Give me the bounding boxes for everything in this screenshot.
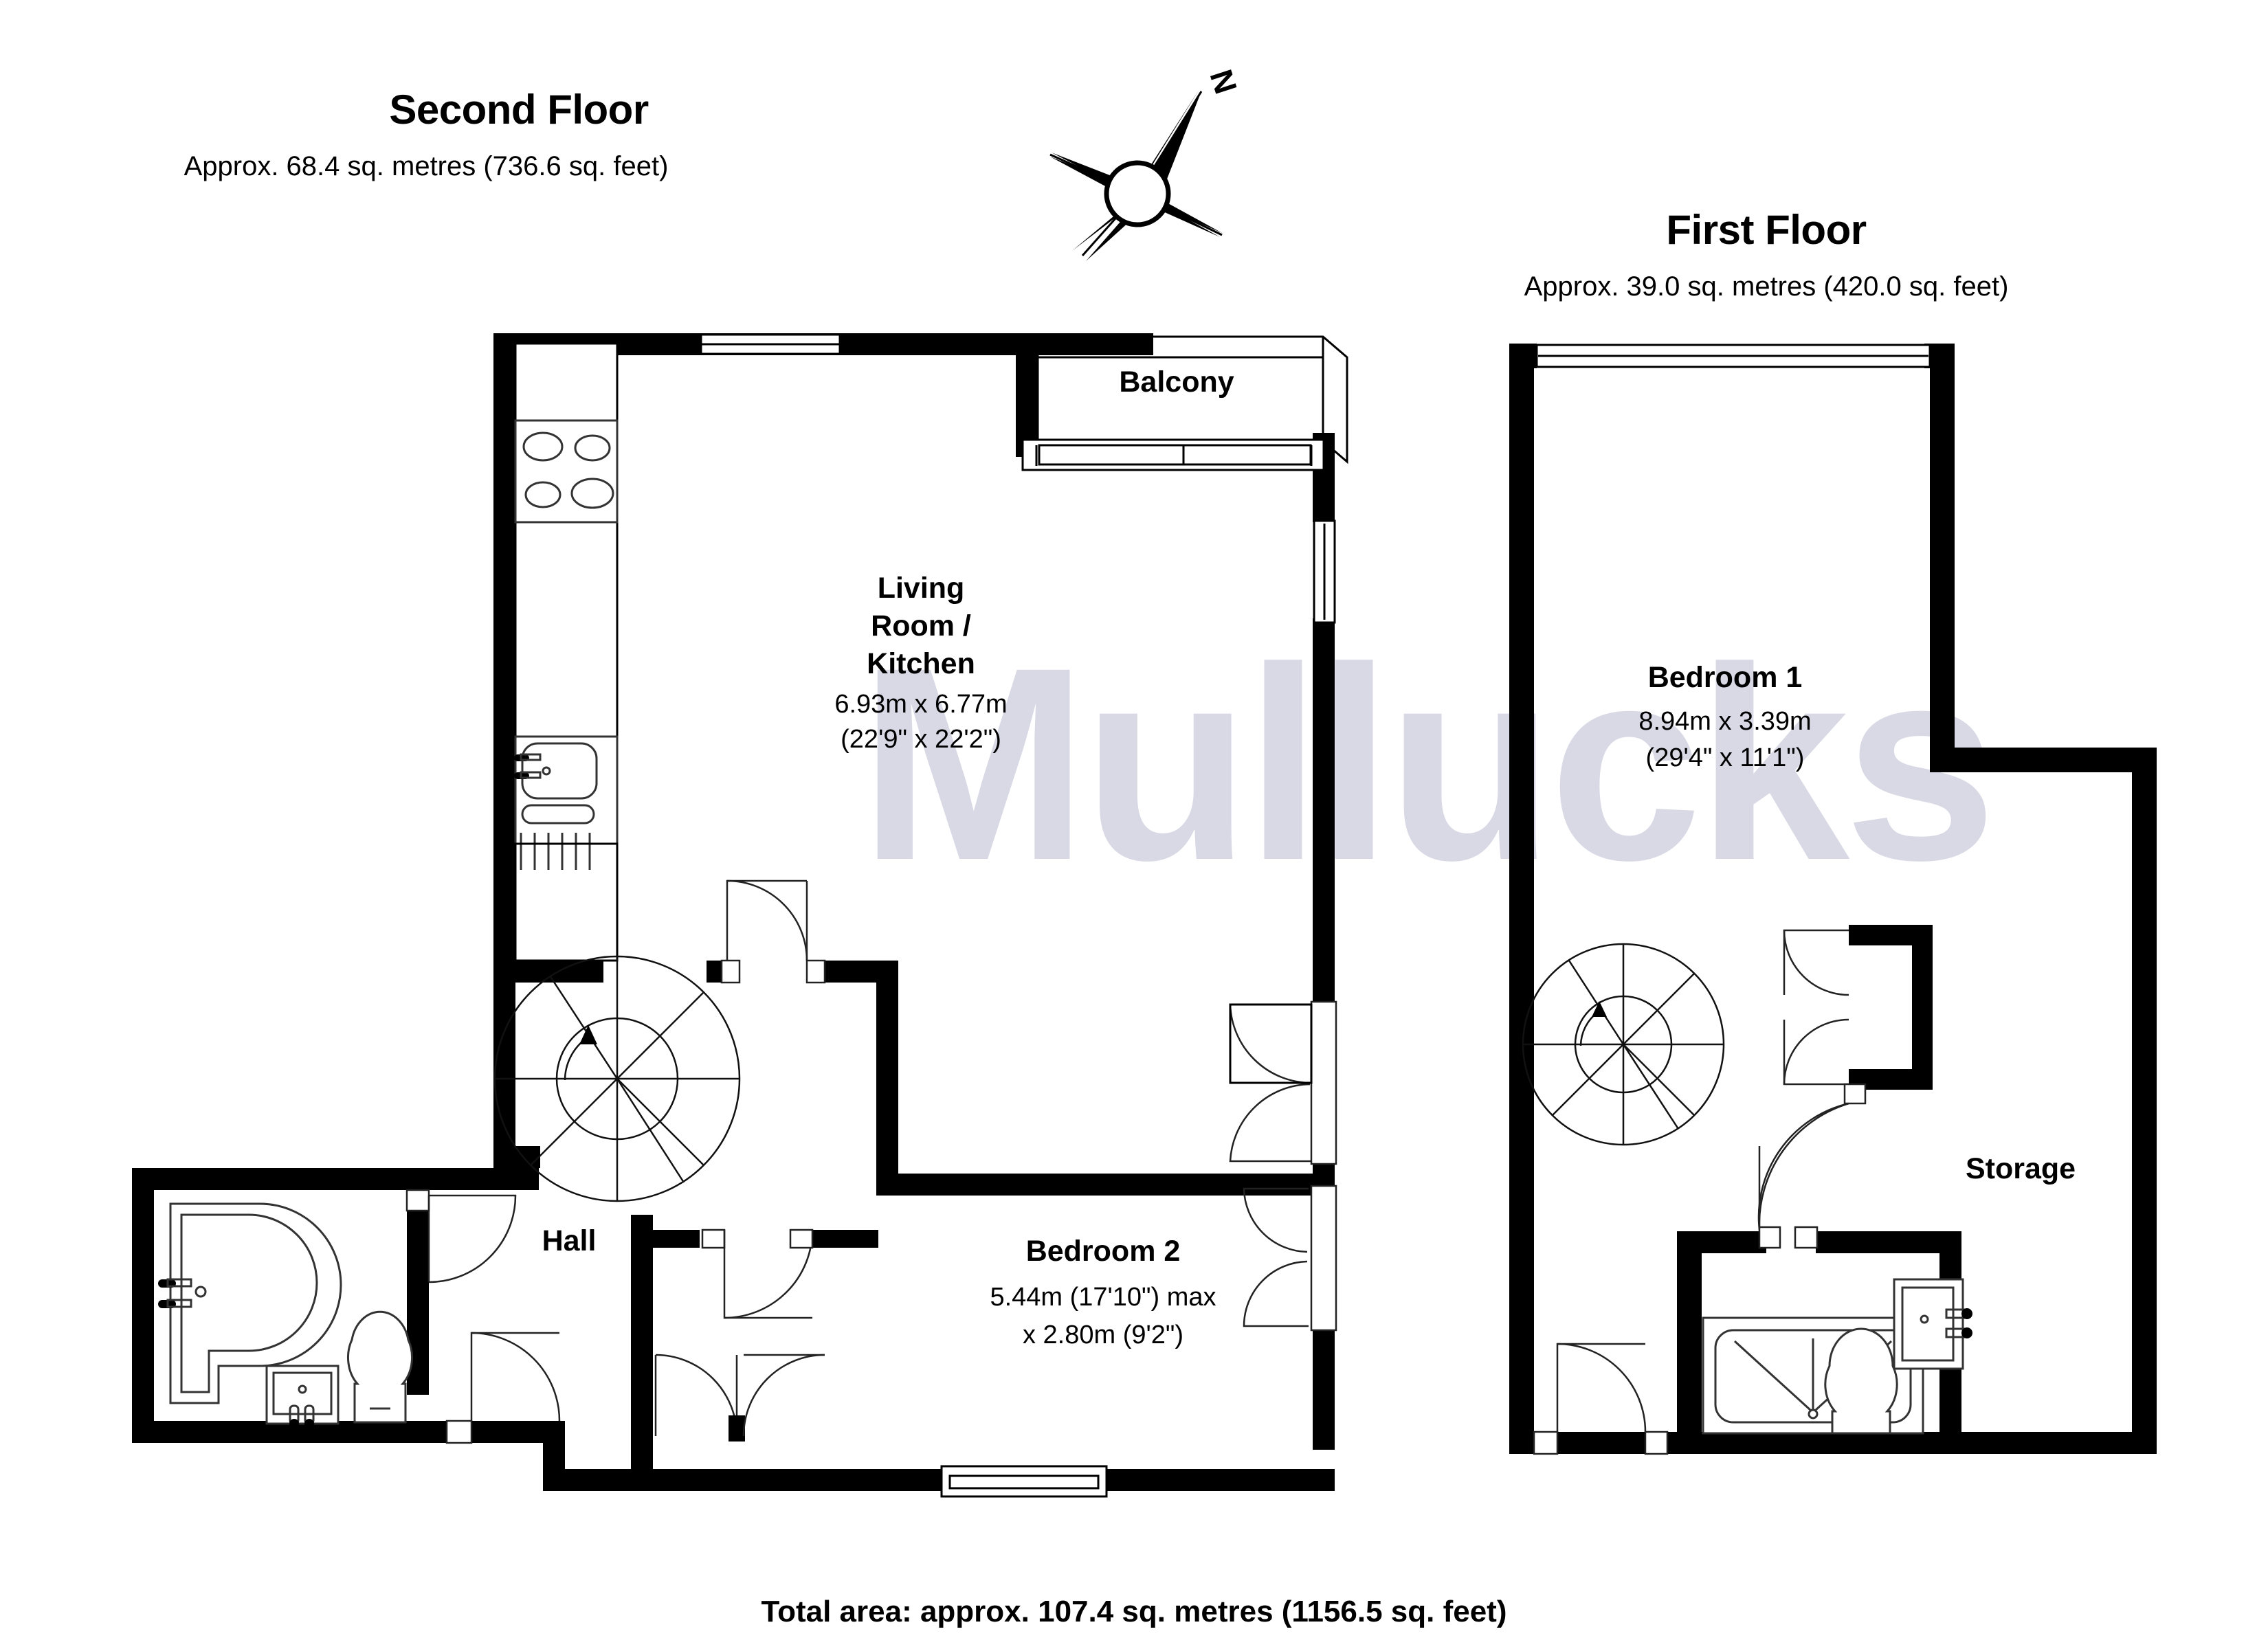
wall-segment — [1816, 1231, 1961, 1253]
wall-segment — [876, 961, 898, 1196]
wall-segment — [1313, 1326, 1335, 1450]
door-icon — [405, 1189, 517, 1283]
wall-segment — [469, 1421, 544, 1443]
door-icon — [1243, 1185, 1337, 1332]
first-floor-plan: Bedroom 1 8.94m x 3.39m (29'4" x 11'1") … — [1509, 344, 2157, 1455]
room-label-bedroom-1: Bedroom 1 — [1648, 661, 1803, 694]
first-floor-title: First Floor — [1666, 207, 1866, 253]
bath-icon — [158, 1202, 342, 1404]
north-compass-rose: N — [1049, 65, 1244, 261]
second-floor-title: Second Floor — [389, 87, 649, 133]
kitchen-units — [514, 342, 619, 962]
wall-segment — [132, 1168, 517, 1190]
wall-segment — [1677, 1231, 1766, 1253]
room-dim-imp-living-room-kitchen: (22'9" x 22'2") — [841, 725, 1001, 754]
wash-basin-icon — [265, 1365, 340, 1428]
wall-segment — [1313, 618, 1335, 1003]
door-icon — [1533, 1343, 1669, 1455]
wall-segment — [543, 1469, 631, 1491]
door-icon — [1229, 1000, 1337, 1165]
total-area-label: Total area: approx. 107.4 sq. metres (11… — [761, 1595, 1507, 1628]
wall-segment — [631, 1237, 653, 1491]
room-label-living-room-kitchen-3: Kitchen — [867, 647, 975, 680]
door-icon — [445, 1332, 561, 1444]
room-label-living-room-kitchen-2: Room / — [871, 609, 971, 642]
wall-segment — [1677, 1231, 1702, 1454]
wall-segment — [2132, 748, 2157, 1454]
wall-segment — [493, 961, 603, 983]
door-icon — [1757, 1083, 1867, 1249]
first-floor-area: Approx. 39.0 sq. metres (420.0 sq. feet) — [1524, 271, 2009, 302]
second-floor-area: Approx. 68.4 sq. metres (736.6 sq. feet) — [184, 151, 669, 181]
storage-doors-icon — [1783, 929, 1849, 1086]
wall-segment — [493, 333, 515, 1168]
second-floor-plan: Living Room / Kitchen 6.93m x 6.77m (22'… — [132, 333, 1348, 1498]
wall-segment — [1912, 925, 1933, 1090]
hob-icon — [514, 419, 619, 524]
room-dim-living-room-kitchen: 6.93m x 6.77m — [834, 690, 1007, 719]
stairs-up-icon — [1522, 943, 1725, 1146]
door-icon — [720, 879, 826, 984]
room-label-living-room-kitchen: Living — [878, 572, 965, 605]
wall-segment — [132, 1168, 154, 1443]
wall-segment — [876, 1174, 1316, 1196]
balcony-area — [1021, 335, 1348, 471]
wc-icon — [347, 1310, 413, 1424]
wc-icon — [1824, 1327, 1898, 1435]
window-icon — [1313, 519, 1336, 624]
brand-watermark: Mullucks — [859, 610, 1992, 917]
window-icon — [940, 1465, 1108, 1498]
stairs-up-icon — [493, 955, 741, 1202]
window-icon — [700, 333, 841, 355]
wall-segment — [631, 1215, 653, 1250]
sink-icon — [514, 735, 619, 870]
room-dim-imp-bedroom-2: x 2.80m (9'2") — [1023, 1321, 1183, 1349]
wall-segment — [1509, 1432, 2157, 1454]
wall-segment — [1930, 344, 1955, 770]
wash-basin-icon — [1893, 1278, 1972, 1370]
room-label-balcony: Balcony — [1119, 366, 1234, 399]
room-dim-bedroom-1: 8.94m x 3.39m — [1638, 707, 1811, 736]
door-icon — [701, 1229, 814, 1319]
wall-segment — [652, 1230, 700, 1248]
wall-segment — [1313, 1161, 1335, 1189]
window-icon — [1535, 344, 1931, 368]
wall-segment — [1930, 748, 2157, 772]
room-dim-bedroom-2: 5.44m (17'10") max — [990, 1283, 1216, 1312]
compass-north-label: N — [1203, 65, 1244, 98]
room-label-bedroom-2: Bedroom 2 — [1026, 1235, 1181, 1268]
room-label-hall: Hall — [542, 1224, 597, 1257]
wardrobe-doors-icon — [654, 1354, 825, 1442]
wall-segment — [1509, 344, 1537, 368]
room-dim-imp-bedroom-1: (29'4" x 11'1") — [1646, 743, 1805, 772]
room-label-storage: Storage — [1966, 1152, 2076, 1185]
wall-segment — [1509, 344, 1534, 1454]
